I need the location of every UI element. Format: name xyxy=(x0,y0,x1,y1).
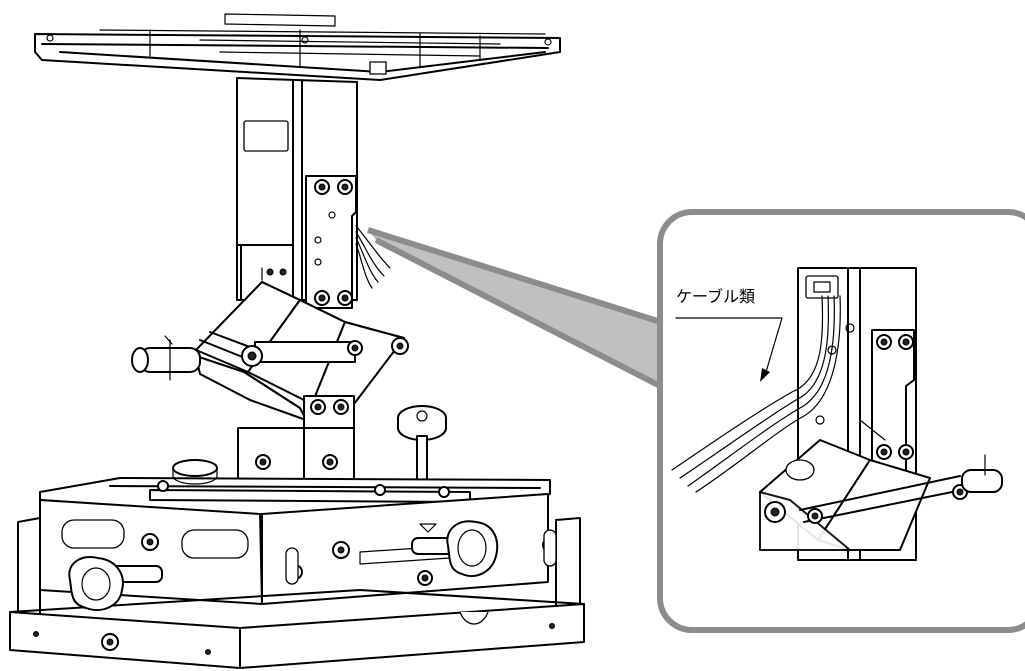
bolt xyxy=(898,444,914,460)
ceiling-plate xyxy=(34,13,561,81)
detail-view xyxy=(671,267,1003,561)
bolt xyxy=(337,179,353,195)
side-lock-knob xyxy=(131,335,201,381)
bolt xyxy=(764,501,786,523)
detail-callout: ケーブル類 xyxy=(657,209,1025,633)
cables xyxy=(355,225,391,289)
bolt xyxy=(314,179,330,195)
bolt xyxy=(898,334,914,350)
label-pointer-line xyxy=(675,317,783,373)
bolt xyxy=(807,508,823,524)
bolt xyxy=(417,570,433,586)
bolt xyxy=(255,454,271,470)
bolt xyxy=(157,480,169,492)
lower-bracket-plate xyxy=(237,395,355,489)
bolt xyxy=(101,633,119,651)
bolt xyxy=(391,337,409,355)
scissor-lift xyxy=(195,281,409,421)
bolt xyxy=(333,399,349,415)
bolt xyxy=(322,454,338,470)
front-left-knob xyxy=(68,556,163,611)
projector-ceiling-mount xyxy=(9,13,585,669)
bolt xyxy=(332,541,350,559)
bolt xyxy=(374,484,386,496)
callout-leader xyxy=(367,227,666,391)
bolt xyxy=(347,340,363,356)
bolt xyxy=(337,290,353,306)
cable-callout: ケーブル類 xyxy=(675,287,783,382)
pointer-arrowhead xyxy=(760,368,770,382)
bolt xyxy=(241,345,263,367)
bolt xyxy=(314,290,330,306)
callout-label: ケーブル類 xyxy=(676,287,755,306)
bolt xyxy=(141,533,159,551)
upper-bracket-plate xyxy=(305,175,357,309)
front-right-knob xyxy=(411,520,499,577)
bolt xyxy=(310,399,326,415)
bolt xyxy=(876,444,892,460)
bolt xyxy=(438,486,450,498)
tilt-knob xyxy=(397,405,447,487)
bolt xyxy=(876,334,892,350)
